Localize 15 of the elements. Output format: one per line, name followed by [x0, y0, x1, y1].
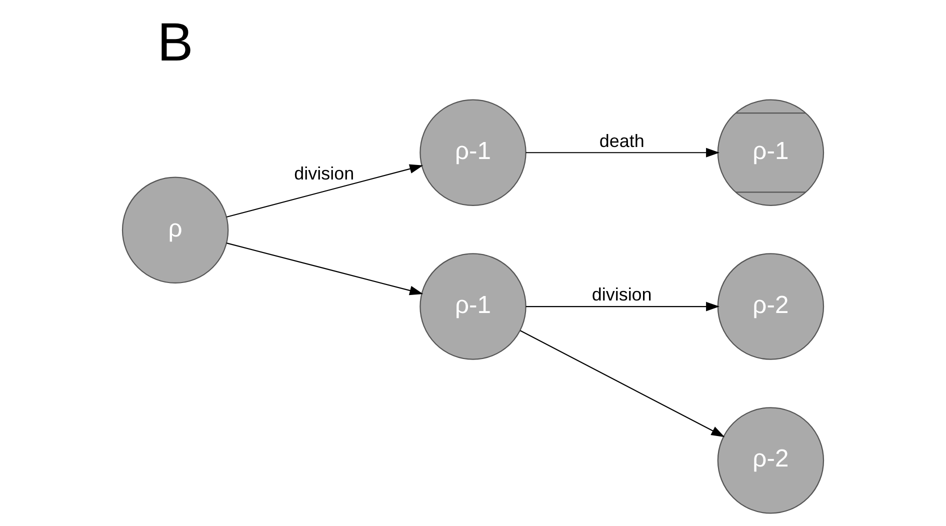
arrow	[526, 302, 720, 312]
arrow	[520, 330, 725, 438]
edge-label: division	[592, 284, 652, 305]
node-circle: ρ-1	[420, 253, 526, 360]
arrow	[226, 164, 424, 218]
label: B	[157, 12, 194, 72]
edge-label: death	[599, 130, 644, 151]
arrow	[526, 148, 720, 158]
node-circle: ρ-2	[717, 253, 824, 360]
edge-label: division	[294, 163, 354, 184]
node-circle: ρ-1	[420, 99, 526, 206]
node-circle: ρ-1	[717, 99, 824, 206]
node-circle: ρ	[122, 176, 229, 284]
node-circle: ρ-2	[717, 407, 824, 514]
arrow	[226, 242, 424, 296]
